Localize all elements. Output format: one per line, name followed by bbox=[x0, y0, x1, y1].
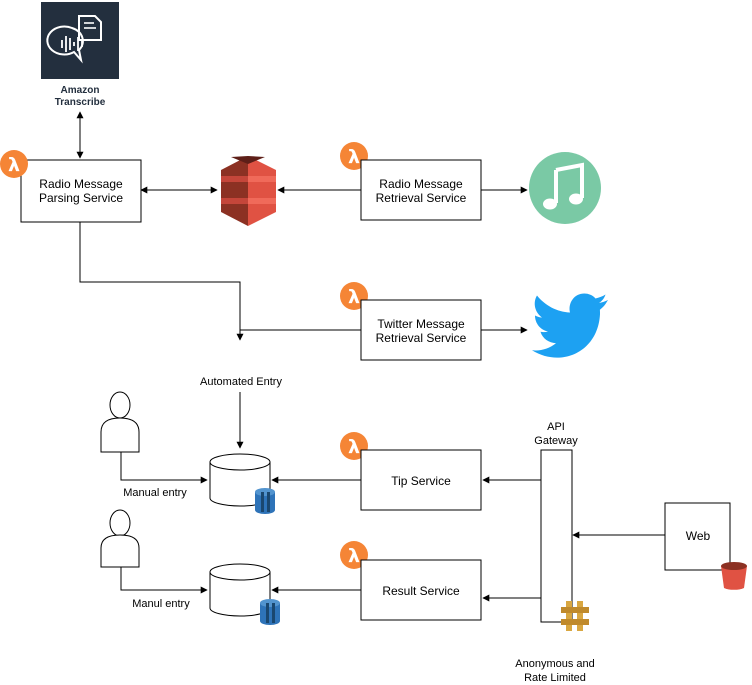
radio-parsing-label-line2: Parsing Service bbox=[39, 191, 123, 205]
twitter-retrieval-label-line1: Twitter Message bbox=[377, 317, 465, 331]
radio-parsing-label-line1: Radio Message bbox=[39, 177, 123, 191]
parsing-automated-arrow bbox=[79, 222, 244, 341]
s3-bucket-small-icon bbox=[721, 562, 747, 590]
database-cylinder bbox=[209, 563, 271, 617]
twitter-retrieval-service-box[interactable] bbox=[360, 299, 482, 361]
tip-service-label: Tip Service bbox=[391, 474, 451, 488]
radio-retrieval-label-line1: Radio Message bbox=[379, 177, 463, 191]
twitter-retrieval-label-line2: Retrieval Service bbox=[376, 331, 467, 345]
anonymous-label-line1: Anonymous and bbox=[515, 658, 595, 670]
dynamodb-icon bbox=[255, 488, 275, 514]
user-icon bbox=[100, 391, 140, 453]
music-note-icon bbox=[529, 152, 601, 224]
s3-bucket-icon bbox=[221, 156, 276, 226]
result-service-box[interactable] bbox=[360, 559, 482, 621]
anonymous-label-line2: Rate Limited bbox=[524, 672, 586, 684]
tip-service-box[interactable] bbox=[360, 449, 482, 511]
lambda-icon: λ bbox=[0, 150, 28, 178]
api-gateway-label-line1: API bbox=[547, 421, 565, 433]
automated-entry-label-bg bbox=[198, 373, 284, 389]
svg-text:λ: λ bbox=[348, 436, 360, 458]
automated-entry-label: Automated Entry bbox=[200, 376, 282, 388]
svg-text:λ: λ bbox=[348, 146, 360, 168]
web-label: Web bbox=[686, 529, 711, 543]
api-gateway-label-line2: Gateway bbox=[534, 435, 578, 447]
user1-db1-arrow bbox=[120, 452, 208, 484]
twitter-bird-icon bbox=[532, 293, 608, 358]
connectors bbox=[76, 111, 665, 602]
dynamodb-icon bbox=[260, 599, 280, 625]
user2-db2-arrow bbox=[120, 567, 208, 594]
api-gateway-box[interactable] bbox=[540, 449, 573, 623]
result-service-label: Result Service bbox=[382, 584, 460, 598]
manul-entry-label: Manul entry bbox=[132, 598, 190, 610]
api-gateway-icon bbox=[561, 601, 589, 631]
amazon-transcribe-icon bbox=[41, 2, 119, 79]
web-box[interactable] bbox=[664, 502, 731, 571]
svg-text:λ: λ bbox=[348, 545, 360, 567]
transcribe-label-line2: Transcribe bbox=[55, 97, 106, 108]
svg-text:λ: λ bbox=[8, 154, 20, 176]
radio-parsing-service-box[interactable] bbox=[20, 159, 142, 223]
manual-entry-label: Manual entry bbox=[123, 487, 187, 499]
svg-text:λ: λ bbox=[348, 286, 360, 308]
user-icon bbox=[100, 509, 140, 568]
radio-retrieval-label-line2: Retrieval Service bbox=[376, 191, 467, 205]
radio-retrieval-service-box[interactable] bbox=[360, 159, 482, 221]
transcribe-label-line1: Amazon bbox=[61, 85, 100, 96]
